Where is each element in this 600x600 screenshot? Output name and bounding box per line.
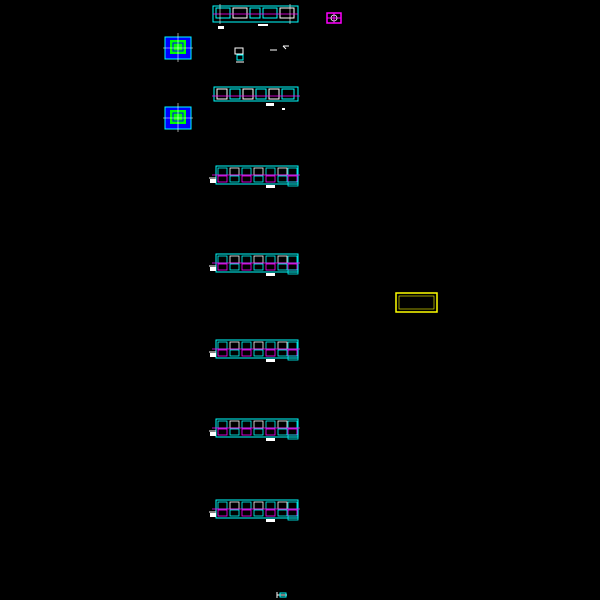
floor-plan-5-room	[287, 341, 298, 350]
floor-plan-7-room	[241, 501, 252, 510]
floor-plan-4-room	[241, 263, 252, 271]
floor-plan-5-room	[241, 349, 252, 357]
floor-plan-4-room	[265, 255, 276, 264]
floor-plan-3-room	[277, 175, 288, 183]
floor-plan-7-room	[287, 501, 298, 510]
floor-plan-5-label-block	[266, 359, 275, 362]
floor-plan-4-room	[229, 263, 240, 271]
floor-plan-5-room	[217, 349, 228, 357]
floor-plan-6-room	[265, 420, 276, 429]
floor-plan-6-room	[253, 428, 264, 436]
floor-plan-3-room	[229, 167, 240, 176]
section-marker-group	[234, 45, 289, 63]
floor-plan-4-room	[277, 263, 288, 271]
floor-plan-5-room	[229, 341, 240, 350]
floor-plan-6-room	[217, 428, 228, 436]
floor-plan-7-room	[253, 509, 264, 517]
floor-plan-4-room	[287, 255, 298, 264]
floor-plan-4-room	[217, 255, 228, 264]
floor-plan-4-balcony	[287, 269, 299, 275]
floor-plan-7-balcony	[287, 515, 299, 521]
floor-plan-4-room	[265, 263, 276, 271]
floor-plan-6-label-block	[266, 438, 275, 441]
floor-plan-7-room	[229, 501, 240, 510]
floor-plan-7-room	[253, 501, 264, 510]
floor-plan-3-room	[253, 167, 264, 176]
floor-plan-4-room	[229, 255, 240, 264]
floor-plan-7-room	[217, 509, 228, 517]
floor-plan-6-room	[287, 428, 298, 436]
floor-plan-3-room	[217, 175, 228, 183]
floor-plan-3-room	[241, 167, 252, 176]
floor-plan-5-balcony	[287, 355, 299, 361]
floor-plan-5-room	[265, 341, 276, 350]
floor-plan-3-room	[287, 175, 298, 183]
floor-plan-3-room	[229, 175, 240, 183]
floor-plan-6-room	[229, 428, 240, 436]
floor-plan-3-room	[253, 175, 264, 183]
floor-plan-4-room	[253, 263, 264, 271]
title-stamp[interactable]	[395, 292, 438, 313]
floor-plan-6-room	[217, 420, 228, 429]
floor-plan-4-room	[253, 255, 264, 264]
floor-plan-6-room	[253, 420, 264, 429]
floor-plan-5-room	[217, 341, 228, 350]
floor-plan-5-room	[265, 349, 276, 357]
floor-plan-6-room	[241, 420, 252, 429]
floor-plan-3-label-block	[266, 185, 275, 188]
floor-plan-6-stair-block	[210, 432, 216, 436]
floor-plan-7-room	[277, 509, 288, 517]
floor-plan-3-room	[265, 167, 276, 176]
floor-plan-6-room	[229, 420, 240, 429]
floor-plan-5-stair-block	[210, 353, 216, 357]
floor-plan-3-stair-block	[210, 179, 216, 183]
floor-plan-5-room	[287, 349, 298, 357]
floor-plan-7-room	[265, 501, 276, 510]
floor-plan-6-room	[277, 428, 288, 436]
floor-plan-3-room	[277, 167, 288, 176]
floor-plan-5-room	[277, 341, 288, 350]
floor-plan-6-room	[277, 420, 288, 429]
floor-plan-6-room	[287, 420, 298, 429]
floor-plan-3-balcony	[287, 181, 299, 187]
floor-plan-3-room	[217, 167, 228, 176]
floor-plan-4-room	[287, 263, 298, 271]
floor-plan-7-room	[241, 509, 252, 517]
floor-plan-4-room	[217, 263, 228, 271]
floor-plan-3-room	[287, 167, 298, 176]
floor-plan-7-stair-block	[210, 513, 216, 517]
floor-plan-7-room	[229, 509, 240, 517]
floor-plan-3-room	[265, 175, 276, 183]
floor-plan-7-room	[217, 501, 228, 510]
floor-plan-7-room	[287, 509, 298, 517]
floor-plan-5-room	[277, 349, 288, 357]
floor-plan-6-room	[265, 428, 276, 436]
floor-plan-7-room	[277, 501, 288, 510]
floor-plan-4-label-block	[266, 273, 275, 276]
floor-plan-stack	[209, 165, 300, 522]
room-detail-2	[163, 103, 193, 132]
floor-plan-4-stair-block	[210, 267, 216, 271]
floor-plan-7-room	[265, 509, 276, 517]
floor-plan-3-room	[241, 175, 252, 183]
floor-plan-4-room	[241, 255, 252, 264]
floor-plan-6-room	[241, 428, 252, 436]
floor-plan-2	[212, 86, 300, 110]
top-detail-plan	[212, 4, 299, 29]
floor-plan-6-balcony	[287, 434, 299, 440]
floor-plan-7-label-block	[266, 519, 275, 522]
floor-plan-4-room	[277, 255, 288, 264]
floor-plan-5-room	[253, 349, 264, 357]
floor-plan-5-room	[253, 341, 264, 350]
floor-plan-5-room	[241, 341, 252, 350]
north-arrow-symbol	[276, 592, 287, 598]
floor-plan-5-room	[229, 349, 240, 357]
room-detail-1	[163, 33, 193, 62]
magenta-detail-symbol	[326, 12, 342, 24]
